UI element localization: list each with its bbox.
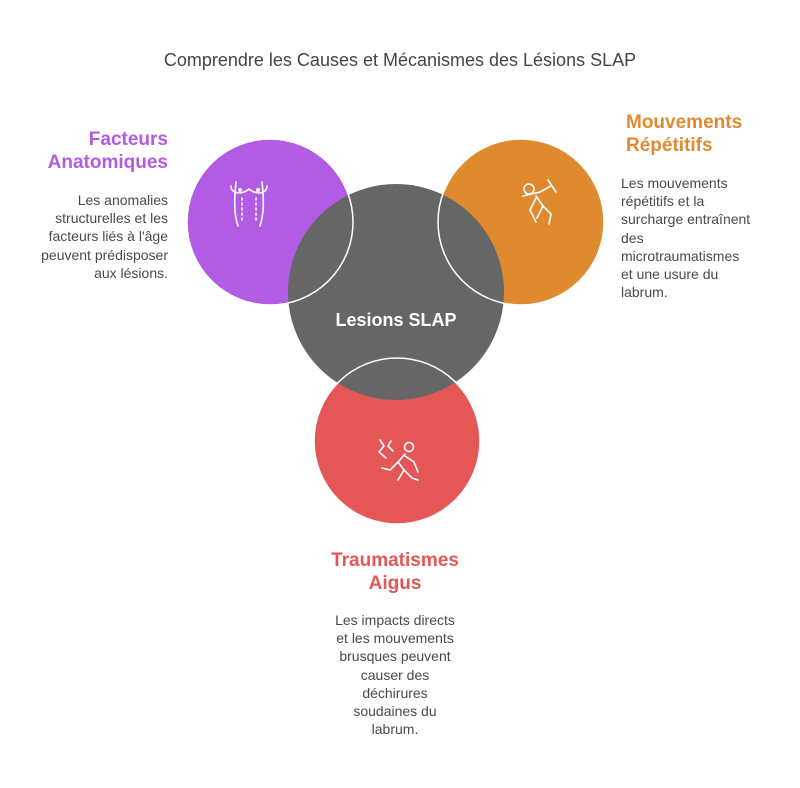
overlap-outline-mouvements [437,138,605,306]
circle-traumatismes [314,358,480,524]
desc-line: Les mouvements [621,175,728,191]
desc-line: déchirures [362,684,428,701]
heading-traumatismes: Traumatismes Aigus [260,549,530,595]
heading-mouvements-line2: Répétitifs [626,135,713,156]
desc-line: des [621,229,644,246]
desc-line: aux lésions. [94,264,168,281]
center-label: Lesions SLAP [335,310,456,330]
overlap-outline-facteurs [186,138,354,306]
desc-line: Les impacts directs [335,612,455,628]
heading-mouvements-line1: Mouvements [626,112,743,133]
desc-line: et les mouvements [336,630,454,647]
injury-icon [378,439,419,481]
desc-line: facteurs liés à l'âge [48,228,168,245]
desc-line: labrum. [371,721,419,738]
desc-mouvements: Les mouvements répétitifs et la surcharg… [621,174,750,301]
overlap-outline-traumatismes [313,357,481,525]
desc-line: structurelles et les [55,210,168,227]
torso-icon [230,181,268,227]
desc-traumatismes: Les impacts directs et les mouvements br… [260,611,530,738]
heading-facteurs: Facteurs Anatomiques [48,128,168,174]
desc-line: répétitifs et la [621,193,705,210]
desc-line: peuvent prédisposer [41,246,168,263]
desc-line: microtraumatismes [621,247,740,264]
circle-center [288,184,504,400]
exercise-icon [522,179,557,225]
desc-line: soudaines du [353,703,437,720]
heading-facteurs-line1: Facteurs [88,129,168,150]
desc-line: Les anomalies [77,192,168,208]
page-title: Comprendre les Causes et Mécanismes des … [163,50,637,70]
heading-facteurs-line2: Anatomiques [47,152,168,173]
heading-traumatismes-line1: Traumatismes [331,550,459,571]
desc-line: brusques peuvent [339,648,451,665]
desc-line: labrum. [621,284,668,301]
desc-line: et une usure du [621,266,719,283]
desc-line: surcharge entraînent [621,211,751,228]
desc-line: causer des [360,666,430,683]
heading-mouvements: Mouvements Répétitifs [626,111,742,157]
desc-facteurs: Les anomalies structurelles et les facte… [41,191,168,282]
heading-traumatismes-line2: Aigus [368,573,422,594]
